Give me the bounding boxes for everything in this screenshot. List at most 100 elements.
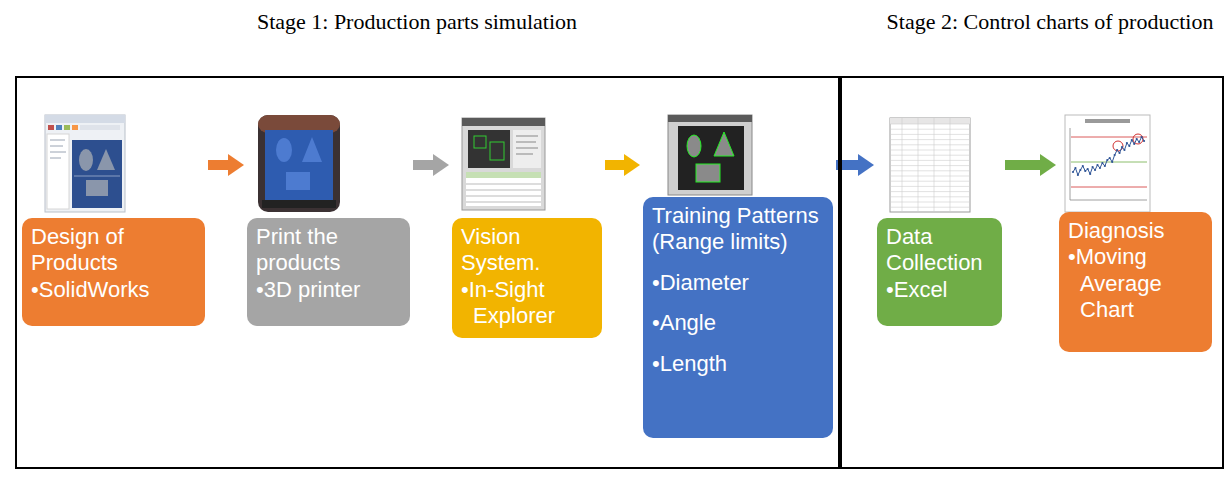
- process-box: Data Collection•Excel: [877, 218, 1002, 326]
- process-step: Training Patterns (Range limits) •Diamete…: [643, 110, 833, 438]
- cad-screenshot: [72, 140, 122, 208]
- moving-average-chart-thumbnail: [1073, 137, 1144, 175]
- step-title: Diagnosis: [1068, 218, 1205, 244]
- moving-average-chart-thumbnail: [1141, 136, 1143, 138]
- process-step: Print the products•3D printer: [247, 110, 410, 326]
- moving-average-chart-thumbnail: [1109, 157, 1111, 159]
- moving-average-chart-thumbnail: [1123, 149, 1125, 151]
- spreadsheet-thumbnail: [890, 118, 970, 212]
- step-title: Training Patterns (Range limits): [652, 203, 826, 256]
- printer-photo: [265, 130, 333, 200]
- pattern-training-screenshot: [696, 164, 720, 182]
- stage-heading: Stage 1: Production parts simulation: [17, 8, 817, 36]
- process-step: Design of Products•SolidWorks: [22, 110, 205, 326]
- moving-average-chart-thumbnail: [1077, 174, 1079, 176]
- spreadsheet-thumbnail: [918, 118, 919, 212]
- flow-arrow: [413, 160, 433, 170]
- moving-average-chart-thumbnail: [1096, 164, 1098, 166]
- process-box: Diagnosis•Moving Average Chart: [1059, 212, 1212, 352]
- moving-average-chart-thumbnail: [1133, 143, 1135, 145]
- moving-average-chart-thumbnail: [1079, 169, 1081, 171]
- vision-software-screenshot: [462, 118, 545, 126]
- moving-average-chart-thumbnail: [1118, 152, 1120, 154]
- pattern-training-screenshot: [668, 115, 752, 122]
- process-box: Vision System.•In-Sight Explorer: [452, 218, 602, 338]
- spreadsheet-thumbnail: [934, 118, 935, 212]
- pattern-training-screenshot: [668, 115, 752, 195]
- vision-software-screenshot: [513, 130, 541, 168]
- vision-software-screenshot: [466, 196, 541, 197]
- moving-average-chart-thumbnail: [1065, 115, 1150, 212]
- moving-average-chart-thumbnail: [1106, 159, 1108, 161]
- vision-software-screenshot: [490, 142, 504, 160]
- moving-average-chart-thumbnail: [1126, 142, 1128, 144]
- cad-screenshot: [79, 149, 93, 171]
- moving-average-chart-thumbnail: [1101, 162, 1103, 164]
- moving-average-chart-thumbnail: [1071, 137, 1147, 138]
- cad-screenshot: [50, 152, 66, 153]
- process-step: Diagnosis•Moving Average Chart: [1059, 110, 1212, 352]
- moving-average-chart-thumbnail: [1089, 173, 1091, 175]
- cad-screenshot: [47, 134, 69, 209]
- pattern-training-screenshot: [714, 132, 734, 156]
- flow-arrow: [605, 160, 624, 170]
- moving-average-chart-thumbnail: [1099, 167, 1101, 169]
- moving-average-chart-thumbnail: [1114, 154, 1116, 156]
- vision-software-screenshot: [516, 142, 536, 143]
- moving-average-chart-thumbnail: [1082, 165, 1084, 167]
- moving-average-chart-thumbnail: [1092, 166, 1094, 168]
- stage-panel: Stage 2: Control charts of productionDat…: [840, 76, 1224, 469]
- cad-screenshot: [50, 140, 65, 141]
- printer-photo: [302, 137, 322, 162]
- moving-average-chart-thumbnail: [1111, 161, 1113, 163]
- vision-software-screenshot: [516, 154, 533, 155]
- vision-software-screenshot: [516, 148, 538, 149]
- process-step: Data Collection•Excel: [877, 110, 1002, 326]
- process-box: Print the products•3D printer: [247, 218, 410, 326]
- vision-software-screenshot: [466, 184, 541, 185]
- moving-average-chart-thumbnail: [1104, 165, 1106, 167]
- vision-software-screenshot: [516, 136, 538, 137]
- stage-heading: Stage 2: Control charts of production: [885, 8, 1215, 36]
- step-title: Data Collection: [886, 224, 995, 277]
- vision-software-screenshot: [466, 172, 541, 178]
- vision-software-screenshot: [466, 202, 541, 203]
- moving-average-chart-thumbnail: [1128, 145, 1130, 147]
- cad-screenshot: [45, 115, 125, 123]
- moving-average-chart-thumbnail: [1116, 149, 1118, 151]
- flow-arrow: [208, 160, 228, 170]
- printer-photo: [258, 115, 340, 212]
- step-title: Vision System.: [461, 224, 595, 277]
- process-box: Design of Products•SolidWorks: [22, 218, 205, 326]
- vision-software-screenshot: [466, 172, 541, 206]
- moving-average-chart-thumbnail: [1084, 170, 1086, 172]
- vision-software-screenshot: [462, 118, 545, 210]
- moving-average-chart-thumbnail: [1071, 187, 1147, 188]
- moving-average-chart-thumbnail: [1094, 169, 1096, 171]
- moving-average-chart-thumbnail: [1065, 115, 1150, 212]
- vision-software-screenshot: [474, 136, 486, 148]
- pattern-training-screenshot: [668, 115, 752, 195]
- cad-screenshot: [80, 125, 120, 130]
- process-step: Vision System.•In-Sight Explorer: [452, 110, 602, 338]
- bullet-item: •3D printer: [256, 277, 403, 303]
- step-title: Print the products: [256, 224, 403, 277]
- moving-average-chart-thumbnail: [1072, 171, 1074, 173]
- bullet-item: •Angle: [652, 310, 826, 336]
- cad-screenshot: [97, 149, 115, 170]
- vision-software-screenshot: [468, 130, 510, 168]
- step-title: Design of Products: [31, 224, 198, 277]
- moving-average-chart-thumbnail: [1131, 139, 1133, 141]
- moving-average-chart-thumbnail: [1121, 146, 1123, 148]
- bullet-item: •Diameter: [652, 270, 826, 296]
- vision-software-screenshot: [462, 118, 545, 210]
- cad-screenshot: [74, 176, 120, 177]
- cad-screenshot: [64, 125, 70, 130]
- moving-average-chart-thumbnail: [1143, 140, 1145, 142]
- cad-screenshot: [72, 125, 78, 130]
- moving-average-chart-thumbnail: [1087, 168, 1089, 170]
- moving-average-chart-thumbnail: [1071, 162, 1147, 163]
- printer-photo: [276, 138, 292, 162]
- bullet-item: •Excel: [886, 277, 995, 303]
